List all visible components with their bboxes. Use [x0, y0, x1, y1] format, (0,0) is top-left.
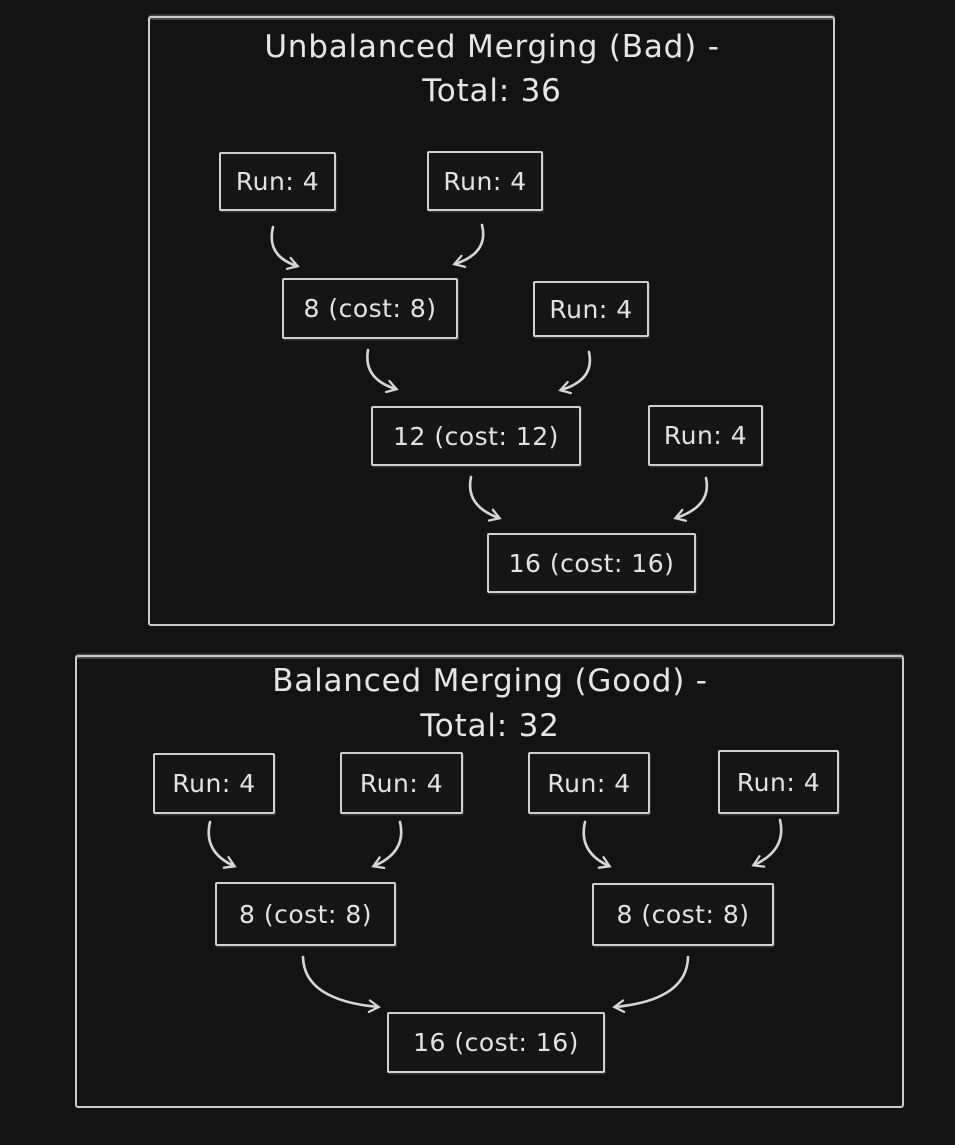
node-unbalanced-merge-12: 12 (cost: 12) [371, 406, 581, 466]
panel-unbalanced-subtitle: Total: 36 [422, 73, 562, 109]
node-unbalanced-merge-16: 16 (cost: 16) [487, 533, 696, 593]
node-unbalanced-run-b: Run: 4 [427, 151, 543, 211]
panel-unbalanced-merging [148, 16, 835, 626]
node-balanced-run-2: Run: 4 [340, 752, 463, 814]
node-balanced-merge-8-left: 8 (cost: 8) [215, 882, 396, 946]
node-unbalanced-merge-8: 8 (cost: 8) [282, 278, 458, 339]
panel-balanced-merging [75, 655, 904, 1108]
panel-unbalanced-title: Unbalanced Merging (Bad) - [264, 29, 720, 65]
node-balanced-run-1: Run: 4 [153, 753, 275, 814]
panel-balanced-subtitle: Total: 32 [420, 708, 560, 744]
node-unbalanced-run-c: Run: 4 [533, 281, 649, 337]
node-balanced-run-4: Run: 4 [718, 750, 839, 814]
panel-balanced-title: Balanced Merging (Good) - [272, 663, 708, 699]
node-balanced-run-3: Run: 4 [528, 752, 650, 814]
node-balanced-merge-8-right: 8 (cost: 8) [592, 883, 774, 946]
node-unbalanced-run-d: Run: 4 [648, 405, 763, 466]
node-unbalanced-run-a: Run: 4 [219, 152, 336, 211]
node-balanced-merge-16: 16 (cost: 16) [387, 1012, 605, 1073]
